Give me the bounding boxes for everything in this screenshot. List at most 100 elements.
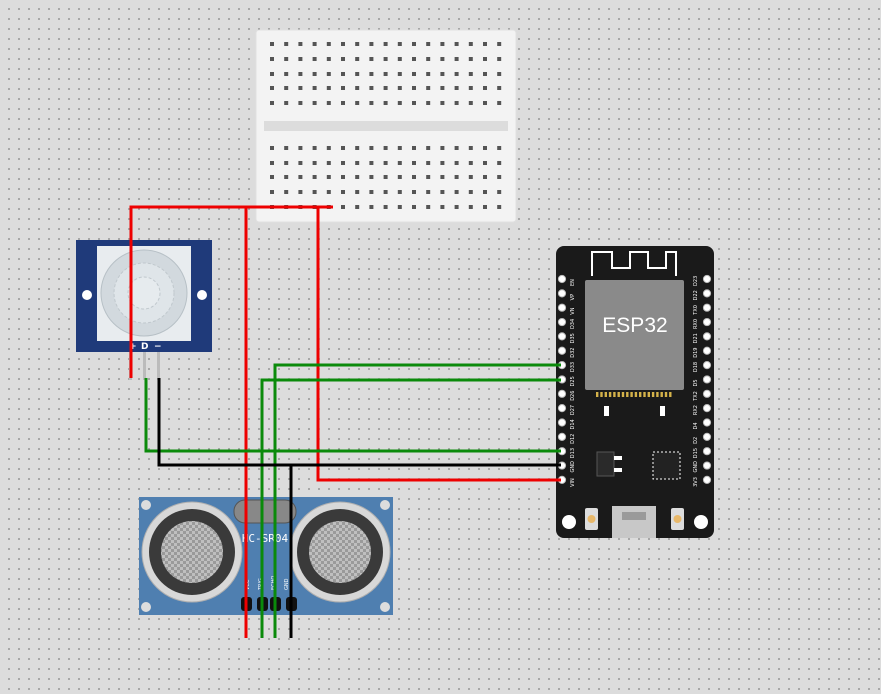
esp32-pin-d2[interactable] [702, 432, 712, 441]
breadboard-hole[interactable] [483, 42, 487, 46]
breadboard-hole[interactable] [383, 146, 388, 150]
breadboard-hole[interactable] [369, 190, 374, 194]
breadboard-hole[interactable] [440, 175, 445, 179]
breadboard-hole[interactable] [355, 205, 360, 209]
breadboard-hole[interactable] [341, 42, 345, 46]
esp32-pin-d4[interactable] [702, 418, 712, 427]
breadboard-hole[interactable] [355, 72, 360, 76]
breadboard-hole[interactable] [483, 146, 487, 150]
breadboard-hole[interactable] [341, 86, 345, 90]
breadboard-hole[interactable] [412, 101, 416, 105]
breadboard-hole[interactable] [298, 146, 303, 150]
esp32-pin-d19[interactable] [702, 346, 712, 355]
breadboard-hole[interactable] [284, 57, 289, 61]
ultrasonic-sensor[interactable]: HC-SR04 VCC TRIG ECHO GND [139, 497, 393, 615]
breadboard-hole[interactable] [326, 72, 331, 76]
breadboard-hole[interactable] [468, 146, 473, 150]
esp32-pin-vn[interactable] [557, 303, 567, 312]
breadboard-hole[interactable] [326, 57, 331, 61]
breadboard-hole[interactable] [383, 42, 388, 46]
breadboard-hole[interactable] [341, 57, 345, 61]
esp32-pin-d32[interactable] [557, 346, 567, 355]
pir-sensor[interactable]: + D − [76, 240, 212, 380]
breadboard-hole[interactable] [483, 205, 487, 209]
breadboard-hole[interactable] [483, 86, 487, 90]
wire-esp32-vin[interactable] [316, 207, 561, 482]
breadboard-hole[interactable] [468, 42, 473, 46]
breadboard-hole[interactable] [440, 57, 445, 61]
breadboard-hole[interactable] [497, 161, 502, 165]
esp32-pin-en[interactable] [557, 274, 567, 284]
breadboard-hole[interactable] [355, 161, 360, 165]
breadboard-hole[interactable] [326, 101, 331, 105]
breadboard-hole[interactable] [454, 205, 459, 209]
breadboard-hole[interactable] [412, 205, 416, 209]
breadboard-hole[interactable] [383, 57, 388, 61]
breadboard-hole[interactable] [468, 72, 473, 76]
breadboard-hole[interactable] [312, 57, 317, 61]
breadboard[interactable] [255, 29, 517, 223]
breadboard-hole[interactable] [326, 161, 331, 165]
breadboard-hole[interactable] [326, 146, 331, 150]
esp32-pin-d15[interactable] [702, 447, 712, 456]
breadboard-hole[interactable] [369, 86, 374, 90]
breadboard-hole[interactable] [270, 175, 274, 179]
esp32-pin-d27[interactable] [557, 404, 567, 413]
breadboard-hole[interactable] [397, 57, 402, 61]
breadboard-hole[interactable] [341, 175, 345, 179]
breadboard-hole[interactable] [468, 101, 473, 105]
breadboard-hole[interactable] [270, 42, 274, 46]
breadboard-hole[interactable] [369, 72, 374, 76]
breadboard-hole[interactable] [355, 101, 360, 105]
wire-hcsr04-echo[interactable] [273, 363, 561, 638]
breadboard-hole[interactable] [483, 190, 487, 194]
breadboard-hole[interactable] [483, 57, 487, 61]
esp32-pin-d21[interactable] [702, 332, 712, 341]
wire-pir-vcc[interactable] [129, 205, 333, 378]
breadboard-hole[interactable] [454, 86, 459, 90]
breadboard-hole[interactable] [483, 72, 487, 76]
wire-pir-data[interactable] [144, 378, 561, 453]
breadboard-hole[interactable] [312, 190, 317, 194]
breadboard-hole[interactable] [270, 146, 274, 150]
breadboard-hole[interactable] [383, 205, 388, 209]
breadboard-hole[interactable] [426, 86, 431, 90]
breadboard-hole[interactable] [497, 86, 502, 90]
breadboard-hole[interactable] [369, 57, 374, 61]
breadboard-hole[interactable] [483, 161, 487, 165]
breadboard-hole[interactable] [383, 72, 388, 76]
breadboard-hole[interactable] [440, 72, 445, 76]
breadboard-hole[interactable] [412, 86, 416, 90]
breadboard-hole[interactable] [468, 57, 473, 61]
breadboard-hole[interactable] [284, 175, 289, 179]
breadboard-hole[interactable] [326, 190, 331, 194]
esp32-pin-d22[interactable] [702, 289, 712, 298]
breadboard-hole[interactable] [326, 42, 331, 46]
breadboard-hole[interactable] [454, 72, 459, 76]
breadboard-hole[interactable] [298, 72, 303, 76]
breadboard-hole[interactable] [284, 42, 289, 46]
esp32-pin-d14[interactable] [557, 418, 567, 427]
breadboard-hole[interactable] [440, 101, 445, 105]
breadboard-hole[interactable] [497, 72, 502, 76]
breadboard-hole[interactable] [397, 42, 402, 46]
breadboard-hole[interactable] [454, 175, 459, 179]
esp32-pin-d26[interactable] [557, 389, 567, 398]
breadboard-hole[interactable] [454, 146, 459, 150]
breadboard-hole[interactable] [454, 42, 459, 46]
breadboard-hole[interactable] [355, 86, 360, 90]
breadboard-hole[interactable] [412, 146, 416, 150]
breadboard-hole[interactable] [312, 72, 317, 76]
breadboard-hole[interactable] [355, 42, 360, 46]
breadboard-hole[interactable] [397, 175, 402, 179]
breadboard-hole[interactable] [426, 175, 431, 179]
breadboard-hole[interactable] [383, 101, 388, 105]
breadboard-hole[interactable] [284, 190, 289, 194]
pir-pin-data[interactable] [143, 352, 146, 380]
breadboard-hole[interactable] [412, 190, 416, 194]
breadboard-hole[interactable] [426, 57, 431, 61]
breadboard-hole[interactable] [426, 161, 431, 165]
breadboard-hole[interactable] [497, 57, 502, 61]
esp32-pin-d5[interactable] [702, 375, 712, 384]
breadboard-hole[interactable] [341, 161, 345, 165]
